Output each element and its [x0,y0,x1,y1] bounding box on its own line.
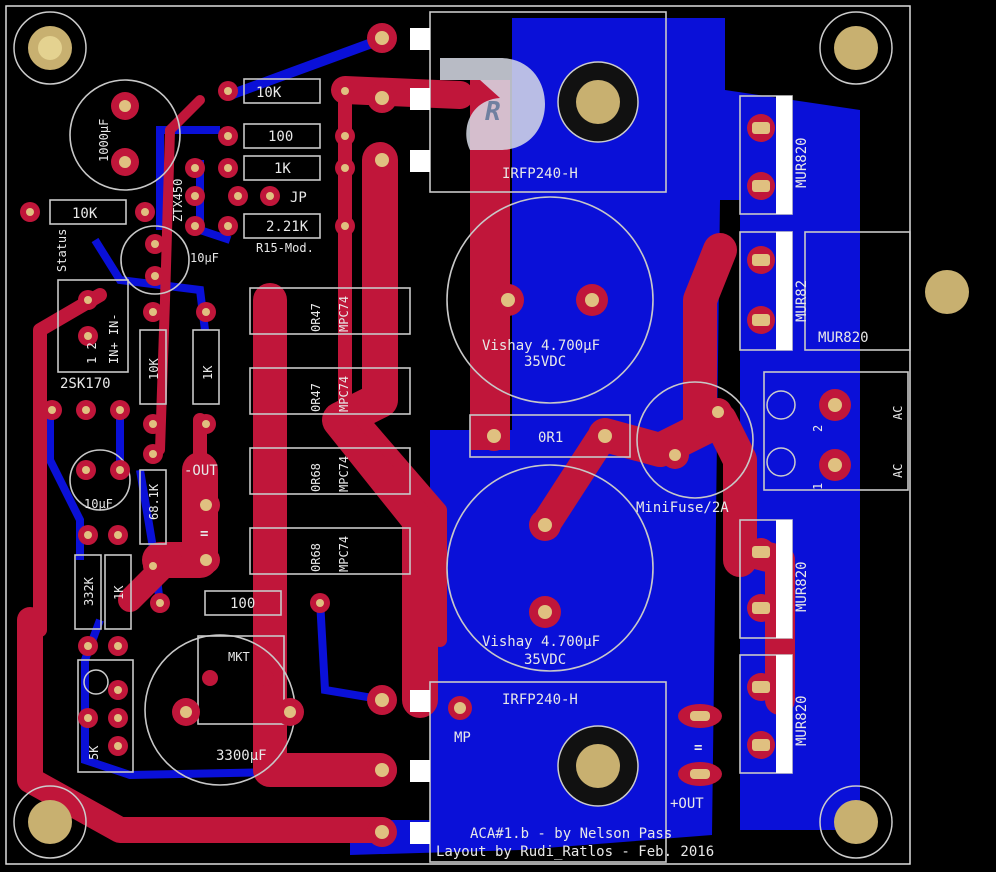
label-cap3300: 3300μF [216,748,267,764]
label-equals-right: = [694,740,702,756]
mounting-holes [13,11,969,859]
label-mur5: MUR820 [794,695,810,746]
label-credit1: ACA#1.b - by Nelson Pass [470,826,672,842]
label-r047b: 0R47 [309,383,323,412]
label-ztx: ZTX450 [171,179,185,222]
label-vdc1: 35VDC [524,354,566,370]
label-equals-left: = [200,526,208,542]
label-r10k-left: 10K [72,206,98,222]
label-out-pos: +OUT [670,796,704,812]
label-mur2: MUR82 [794,280,810,322]
label-cap10a: 10μF [190,251,219,265]
label-cap1000: 1000μF [97,119,111,162]
label-r068b: 0R68 [309,543,323,572]
label-vishay1: Vishay 4.700μF [482,338,600,354]
label-mpc-a: MPC74 [337,296,351,332]
label-r15: R15-Mod. [256,241,314,255]
label-mur4: MUR820 [794,561,810,612]
label-r0r1: 0R1 [538,430,563,446]
label-ac2: AC [891,464,905,478]
label-mkt: MKT [228,650,250,664]
label-mur3: MUR820 [818,330,869,346]
label-irfp-top: IRFP240-H [502,166,578,182]
label-r047a: 0R47 [309,303,323,332]
label-status: Status [55,229,69,272]
label-vdc2: 35VDC [524,652,566,668]
label-r068a: 0R68 [309,463,323,492]
svg-text:R: R [485,97,501,127]
label-out-neg: -OUT [184,463,218,479]
pads [20,23,851,847]
label-mpc-c: MPC74 [337,456,351,492]
label-r681: 68.1K [147,483,161,520]
label-mp: MP [454,730,471,746]
label-cap10b: 10μF [84,497,113,511]
label-r1k-v: 1K [201,365,215,380]
label-jfet: 2SK170 [60,376,111,392]
label-in: IN+ IN- [107,313,121,364]
silk-labels: 10K 100 1K JP 2.21K R15-Mod. 1000μF ZTX4… [55,85,905,860]
label-mpc-d: MPC74 [337,536,351,572]
label-pot: 5K [87,745,101,760]
label-ac1: AC [891,406,905,420]
label-r1k-top: 1K [274,161,291,177]
label-term-2: 2 [811,425,825,432]
label-irfp-bot: IRFP240-H [502,692,578,708]
label-credit2: Layout by Rudi_Ratlos - Feb. 2016 [436,844,714,860]
label-vishay2: Vishay 4.700μF [482,634,600,650]
board-outline [5,5,911,865]
label-r221k: 2.21K [266,219,309,235]
label-fuse: MiniFuse/2A [636,500,729,516]
label-in-num: 1 2 [85,342,99,364]
label-r1k-v2: 1K [112,585,126,600]
label-r10k-v: 10K [147,358,161,380]
logo: R [440,58,545,150]
label-jp: JP [290,190,307,206]
label-r10k-top: 10K [256,85,282,101]
label-term-1: 1 [811,483,825,490]
label-mpc-b: MPC74 [337,376,351,412]
label-mur1: MUR820 [794,137,810,188]
label-r332: 332K [82,576,96,606]
label-r100-mid: 100 [230,596,255,612]
label-r100-top: 100 [268,129,293,145]
